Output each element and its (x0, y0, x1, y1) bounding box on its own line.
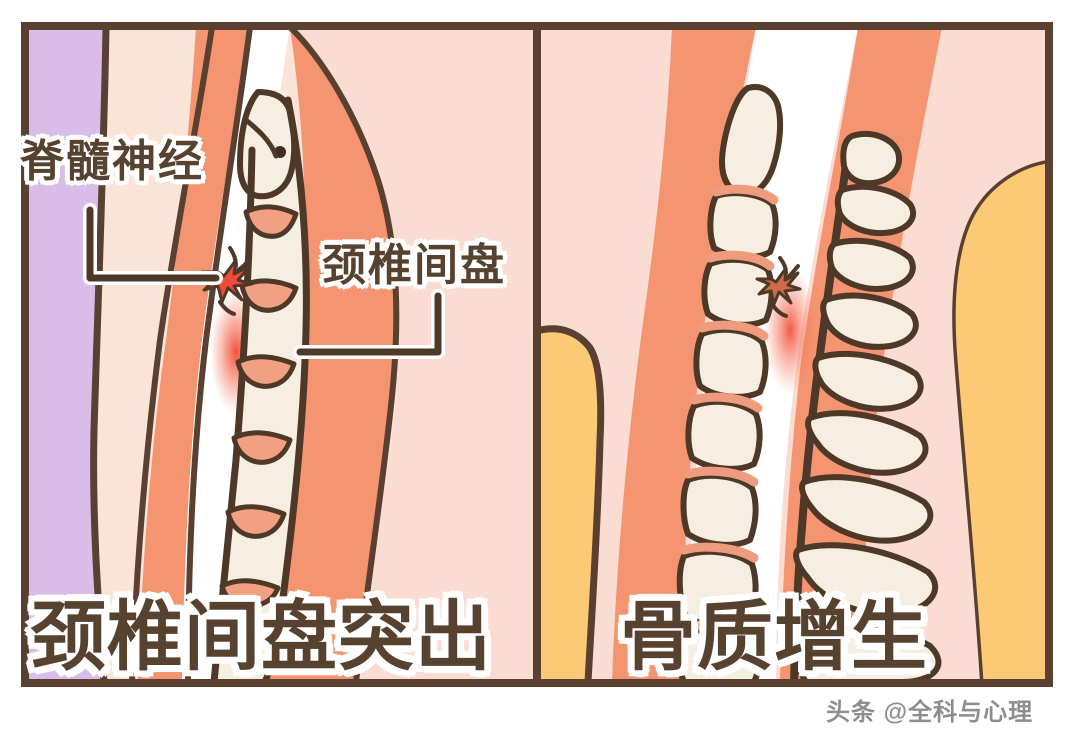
left-panel-art (26, 27, 534, 682)
leader-nerve-stroke (86, 206, 220, 282)
left-pain-starburst (200, 246, 254, 316)
right-vertebra-6 (680, 472, 759, 548)
right-process-2 (834, 183, 917, 236)
right-vertebral-bodies (674, 84, 784, 682)
right-disc-d (689, 392, 763, 413)
right-vertebra-5 (685, 398, 763, 472)
right-yellow-left-outline (541, 325, 605, 682)
left-disc-4 (231, 430, 293, 465)
right-process-4 (820, 292, 919, 350)
caption-right-panel: 骨质增生 (620, 595, 928, 680)
right-process-5 (812, 350, 924, 412)
leader-line-disc (293, 289, 445, 359)
left-disc-3 (235, 354, 297, 389)
left-disc-2 (239, 278, 299, 313)
left-purple-tissue (26, 27, 108, 682)
right-disc-b (705, 250, 775, 271)
right-vertebra-8 (674, 626, 761, 682)
label-spinal-nerve: 脊髓神经 (20, 137, 204, 186)
left-column-outline-right (260, 96, 310, 682)
left-pale-band (93, 27, 212, 682)
left-column-outline-left (210, 146, 256, 682)
right-vertebra-4 (693, 326, 769, 400)
right-vertebra-2 (707, 190, 779, 260)
left-neck-front-outline (129, 27, 215, 682)
left-purple-edge-outline (90, 27, 110, 682)
right-disc-c (697, 320, 769, 341)
left-muscle-outline (287, 27, 400, 682)
left-canal-anterior-outline (185, 27, 253, 682)
left-atlas-crease (243, 117, 279, 159)
right-spinous-processes (789, 131, 942, 682)
leader-disc-stroke (296, 292, 442, 356)
right-process-1 (840, 131, 902, 187)
leader-line-nerve (83, 203, 223, 285)
right-process-9 (789, 614, 942, 682)
left-disc-1 (243, 204, 299, 239)
left-muscle-band-anterior (138, 27, 250, 682)
right-yellow-right (952, 160, 1047, 682)
left-vertebral-column (210, 89, 310, 682)
right-vertebra-7 (676, 548, 759, 630)
right-process-7 (799, 474, 934, 544)
right-pain-starburst (755, 256, 802, 318)
left-disc-6 (219, 578, 281, 609)
right-disc-f (679, 542, 759, 563)
right-yellow-left (541, 328, 601, 682)
left-discs (219, 204, 299, 609)
right-process-3 (826, 237, 916, 292)
right-disc-g (677, 620, 759, 641)
caption-left-panel: 颈椎间盘突出 (30, 595, 492, 680)
right-disc-e (683, 466, 759, 487)
watermark-text: 头条 @全科与心理 (826, 699, 1034, 726)
label-cervical-disc: 颈椎间盘 (322, 241, 506, 290)
left-disc-5 (225, 504, 287, 539)
right-panel-art (541, 27, 1047, 682)
right-process-6 (805, 410, 929, 476)
right-vertebra-3 (701, 256, 775, 328)
right-process-8 (793, 542, 939, 618)
right-disc-a (711, 184, 779, 205)
